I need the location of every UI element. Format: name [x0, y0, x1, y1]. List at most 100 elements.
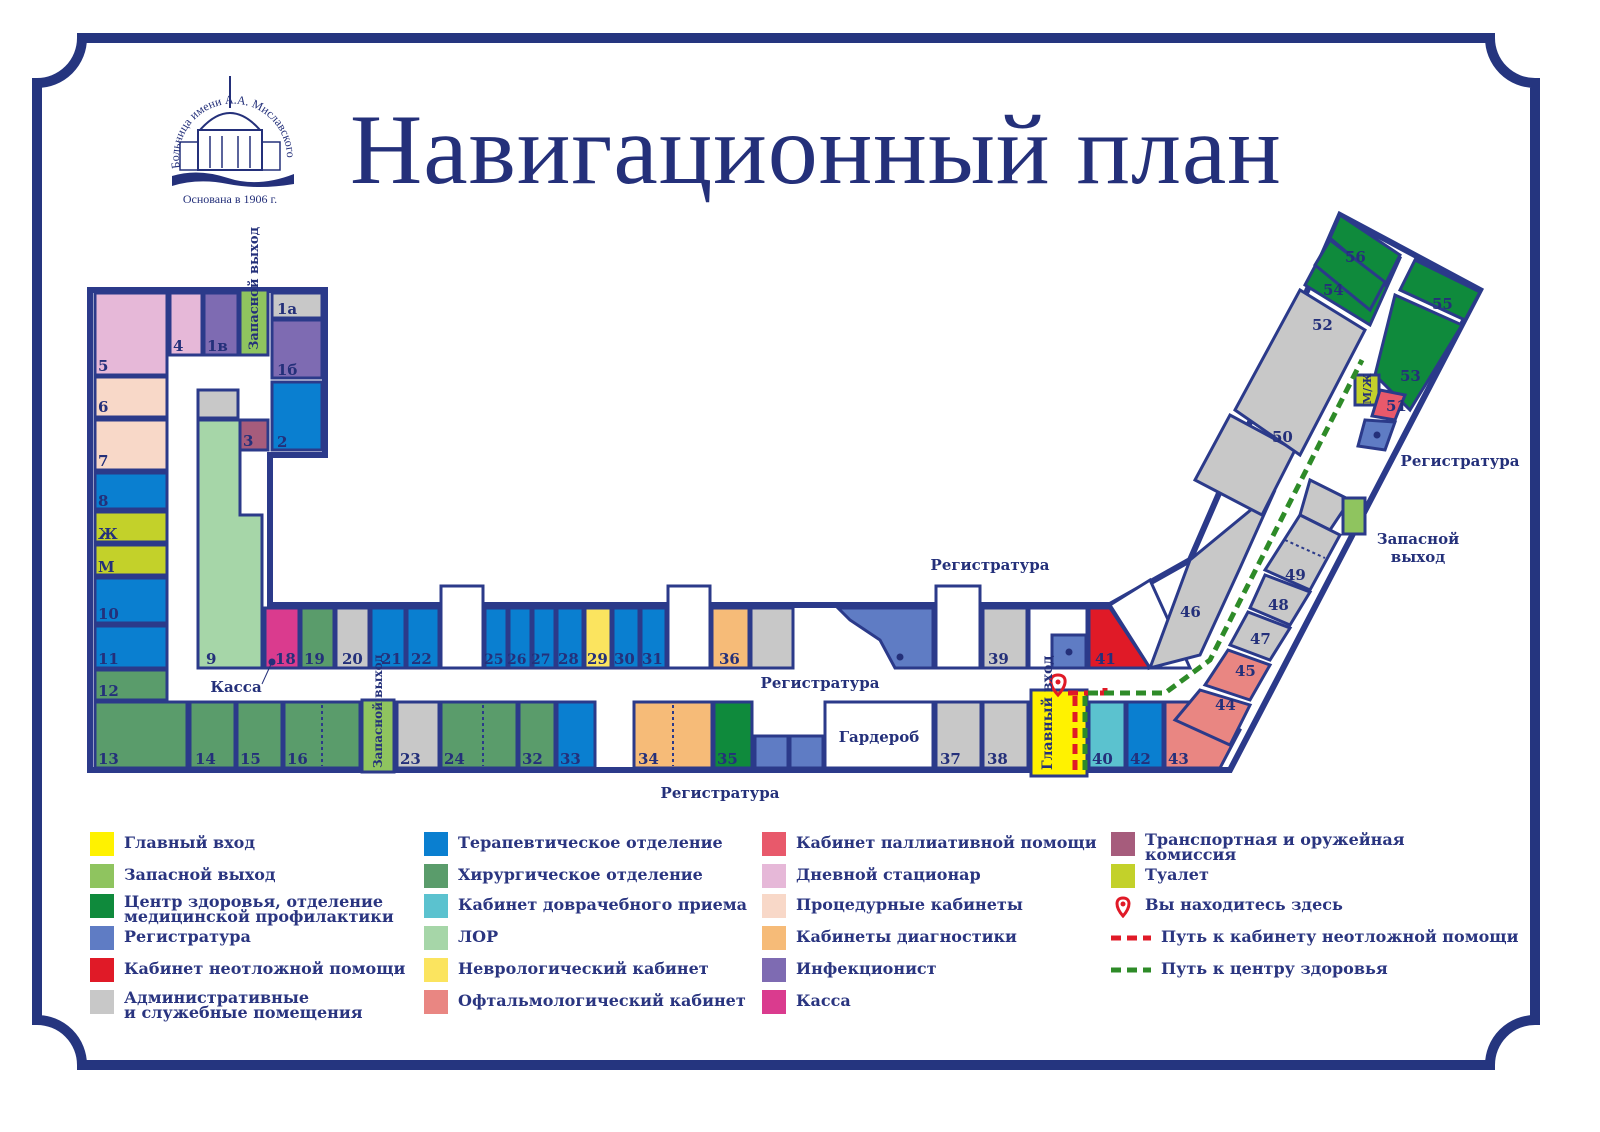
room-7 [93, 418, 169, 472]
legend-item: Кабинеты диагностики [762, 926, 1017, 950]
room-28-label: 28 [558, 650, 579, 668]
room-23-label: 23 [400, 750, 421, 768]
room-52-label: 52 [1312, 316, 1333, 334]
room-27 [531, 606, 557, 670]
legend-label: Путь к центру здоровья [1161, 959, 1388, 978]
room-1а-label: 1а [277, 300, 297, 318]
room-24-label: 24 [444, 750, 465, 768]
room-55 [1397, 257, 1483, 322]
legend-item: Путь к кабинету неотложной помощи [1111, 926, 1518, 950]
legend-color-swatch [762, 864, 786, 888]
legend-item: Терапевтическое отделение [424, 832, 723, 856]
legend-item: Кабинет неотложной помощи [90, 958, 405, 982]
legend-color-swatch [90, 958, 114, 982]
room-5-label: 5 [98, 357, 108, 375]
room-1в-label: 1в [207, 337, 228, 355]
room-22-label: 22 [411, 650, 432, 668]
legend-item: ЛОР [424, 926, 498, 950]
room-3 [238, 418, 270, 452]
toilet-m [93, 543, 169, 577]
room-1b [270, 318, 324, 380]
room-28 [555, 606, 585, 670]
room-7-label: 7 [98, 452, 108, 470]
stair-2 [666, 584, 712, 670]
room-51 [1370, 388, 1408, 422]
room-9-label: 9 [206, 650, 216, 668]
legend-item: Запасной выход [90, 864, 276, 888]
legend-item: Неврологический кабинет [424, 958, 709, 982]
room-19 [299, 606, 336, 670]
legend-item: Туалет [1111, 864, 1209, 888]
room-37-label: 37 [940, 750, 961, 768]
logo-founded-text: Основана в 1906 г. [182, 192, 278, 206]
legend-item: Инфекционист [762, 958, 937, 982]
room-26-label: 26 [507, 652, 526, 668]
room-admin-corridor [749, 606, 795, 670]
room-35-label: 35 [717, 750, 738, 768]
legend-color-swatch [90, 926, 114, 950]
legend-color-swatch [1111, 832, 1135, 856]
legend-label: Хирургическое отделение [458, 865, 703, 884]
legend-item: Центр здоровья, отделение медицинской пр… [90, 892, 394, 926]
room-14-label: 14 [195, 750, 216, 768]
hospital-logo: Больница имени А.А. Миславского [158, 68, 308, 208]
legend-color-swatch [424, 926, 448, 950]
room-48-label: 48 [1268, 596, 1289, 614]
room-53-label: 53 [1400, 367, 1421, 385]
legend-color-swatch [90, 832, 114, 856]
room-9 [196, 418, 264, 670]
location-pin-icon [1111, 894, 1135, 919]
room-31-label: 31 [642, 650, 663, 668]
room-49-label: 49 [1285, 566, 1306, 584]
legend-item: Хирургическое отделение [424, 864, 703, 888]
room-2 [270, 380, 324, 452]
room-25-label: 25 [484, 652, 503, 668]
legend-label: Кабинет неотложной помощи [124, 959, 406, 978]
room-56-label: 56 [1345, 248, 1366, 266]
room-mw-label: М/Ж [1361, 373, 1374, 404]
legend-color-swatch [90, 990, 114, 1014]
path-to-health-center [1082, 358, 1365, 770]
room-8 [93, 471, 169, 511]
room-4-label: 4 [173, 337, 183, 355]
room-45 [1202, 648, 1273, 702]
room-8-label: 8 [98, 492, 108, 510]
room-М-label: М [98, 558, 115, 576]
legend-item: Касса [762, 990, 851, 1014]
room-54-label: 54 [1323, 281, 1344, 299]
emergency-exit-right [1341, 496, 1367, 536]
room-43-label: 43 [1168, 750, 1189, 768]
wardrobe-label: Гардероб [839, 728, 920, 746]
legend-item: Процедурные кабинеты [762, 894, 1023, 918]
room-11-label: 11 [98, 650, 119, 668]
room-12 [93, 668, 169, 702]
room-18-label: 18 [275, 650, 296, 668]
room-40-label: 40 [1092, 750, 1113, 768]
legend-label: Процедурные кабинеты [796, 895, 1023, 914]
room-47-label: 47 [1250, 630, 1271, 648]
legend-label: Офтальмологический кабинет [458, 991, 746, 1010]
legend-item: Главный вход [90, 832, 255, 856]
legend-item: Вы находитесь здесь [1111, 894, 1343, 919]
room-37 [934, 700, 983, 770]
legend-label: Запасной выход [124, 865, 276, 884]
room-33 [555, 700, 597, 770]
room-42 [1125, 700, 1165, 770]
stair-1 [439, 584, 485, 670]
room-2-label: 2 [277, 433, 287, 451]
legend-color-swatch [762, 894, 786, 918]
legend-color-swatch [424, 990, 448, 1014]
room-49 [1262, 513, 1343, 592]
room-27-label: 27 [531, 652, 550, 668]
registry-label-bottom: Регистратура [661, 784, 780, 802]
room-32-label: 32 [522, 750, 543, 768]
room-29-label: 29 [587, 650, 608, 668]
registry-bottom-a [753, 734, 790, 770]
legend-label: Центр здоровья, отделение медицинской пр… [124, 892, 394, 926]
room-50b [1233, 287, 1367, 458]
legend-label: Вы находитесь здесь [1145, 895, 1343, 914]
legend-color-swatch [762, 832, 786, 856]
room-6 [93, 375, 169, 419]
